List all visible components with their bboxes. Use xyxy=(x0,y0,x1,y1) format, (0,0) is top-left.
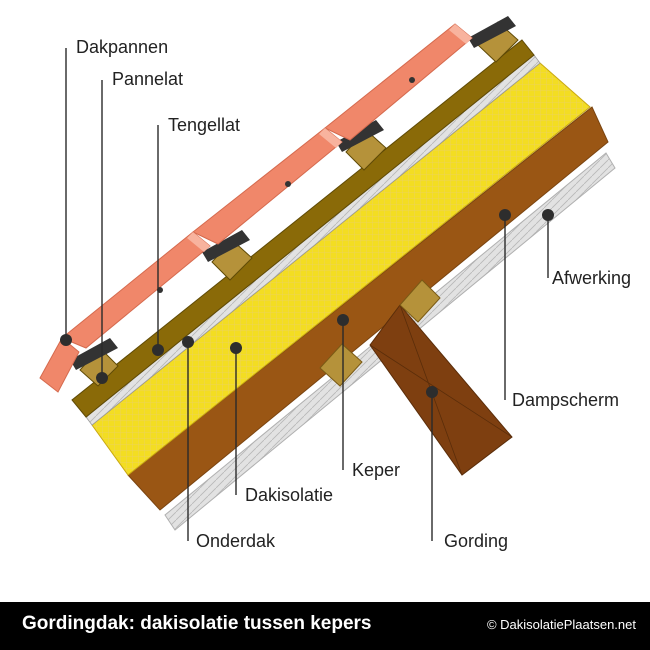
label-keper: Keper xyxy=(352,460,400,480)
dakisolatie-marker xyxy=(230,342,242,354)
dakpannen-marker xyxy=(60,334,72,346)
label-dampscherm: Dampscherm xyxy=(512,390,619,410)
footer-title: Gordingdak: dakisolatie tussen kepers xyxy=(22,613,372,634)
label-onderdak: Onderdak xyxy=(196,531,276,551)
footer-bar: Gordingdak: dakisolatie tussen kepers © … xyxy=(0,602,650,650)
label-afwerking: Afwerking xyxy=(552,268,631,288)
keper-support-block xyxy=(399,279,441,323)
tengellat-board xyxy=(71,39,535,418)
keper-marker xyxy=(337,314,349,326)
tile-battens xyxy=(70,16,516,370)
dakpannen-tiles xyxy=(39,23,473,393)
onderdak-marker xyxy=(182,336,194,348)
tengellat-marker xyxy=(152,344,164,356)
leader-lines xyxy=(65,48,549,541)
gording-purlin xyxy=(369,304,513,476)
label-pannelat: Pannelat xyxy=(112,69,183,89)
footer-copyright: © DakisolatiePlaatsen.net xyxy=(486,617,636,632)
afwerking-marker xyxy=(542,209,554,221)
pannelat-marker xyxy=(96,372,108,384)
dampscherm-marker xyxy=(499,209,511,221)
keper-support-block xyxy=(319,343,363,387)
label-tengellat: Tengellat xyxy=(168,115,240,135)
label-gording: Gording xyxy=(444,531,508,551)
roof-section-diagram: Dakpannen Pannelat Tengellat Afwerking D… xyxy=(39,16,631,551)
pannelat-blocks xyxy=(79,21,519,387)
gording-marker xyxy=(426,386,438,398)
label-dakpannen: Dakpannen xyxy=(76,37,168,57)
label-dakisolatie: Dakisolatie xyxy=(245,485,333,505)
